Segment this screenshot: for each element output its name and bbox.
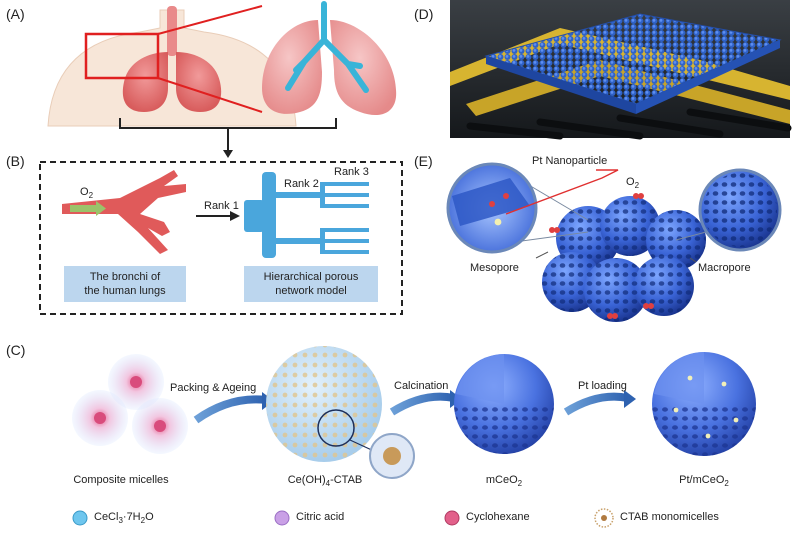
mesopore-pointer	[535, 251, 549, 259]
rank2-branch-bottom	[276, 238, 322, 244]
legend-marker-citric-acid	[274, 510, 290, 526]
o2-arrow-head	[96, 201, 106, 216]
o2-molecules	[549, 193, 654, 319]
model-caption-line2: network model	[275, 285, 347, 297]
stage-pt-mceo2: Pt/mCeO2	[679, 474, 729, 489]
step-pt-loading-label: Pt loading	[578, 380, 627, 392]
pt-pointer-line	[505, 169, 619, 215]
mceo2-pores	[454, 404, 554, 454]
panel-label-e: (E)	[414, 153, 433, 169]
legend-marker-cecl3	[72, 510, 88, 526]
macropore-zoom-pores	[703, 173, 777, 247]
cables	[466, 108, 792, 140]
stage-composite-micelles: Composite micelles	[73, 474, 169, 486]
arrow-pt-loading	[563, 392, 629, 416]
arrow-a-b-head	[223, 150, 233, 158]
pt-mceo2-cutaway	[654, 352, 704, 404]
zoom-line-bottom	[157, 77, 263, 113]
legend-marker-cyclohexane	[444, 510, 460, 526]
model-caption-line1: Hierarchical porous	[263, 271, 359, 283]
panel-label-a: (A)	[6, 6, 25, 22]
rank3-label: Rank 3	[334, 166, 369, 178]
sphere-array-edge-right	[636, 40, 780, 114]
rank3-stem-bottom	[320, 228, 325, 254]
rank3-branch-1	[325, 182, 369, 186]
rank1-label: Rank 1	[204, 200, 239, 212]
pt-nanoparticle-label: Pt Nanoparticle	[532, 155, 608, 167]
mceo2-cutaway	[456, 354, 504, 404]
rank3-branch-4	[325, 228, 369, 232]
legend-citric-acid: Citric acid	[296, 511, 345, 523]
arrow-pt-loading-head	[624, 390, 636, 408]
legend-marker-ctab-core	[601, 515, 607, 521]
stage-mceo2: mCeO2	[485, 474, 523, 489]
stage-ce-oh-ctab: Ce(OH)4-CTAB	[287, 474, 363, 489]
model-caption-box: Hierarchical porous network model	[244, 266, 378, 302]
rank3-branch-2	[325, 193, 369, 197]
mesopore-particle-2	[503, 193, 509, 199]
rank3-branch-5	[325, 239, 369, 243]
bronchi-shape	[62, 170, 186, 254]
composite-micelles	[72, 354, 188, 454]
legend-ctab: CTAB monomicelles	[620, 511, 719, 523]
mesopore-label: Mesopore	[470, 262, 519, 274]
ce-oh-zoom-marker	[317, 409, 355, 447]
arrow-calcination	[389, 392, 455, 416]
legend-cyclohexane: Cyclohexane	[466, 511, 530, 523]
big-right-lung	[330, 20, 397, 116]
legend-marker-ctab	[594, 508, 614, 528]
rank1-block	[244, 200, 264, 232]
zoom-line-top	[157, 5, 263, 35]
step-calcination-label: Calcination	[394, 380, 449, 392]
rank2-branch-top	[276, 192, 322, 198]
small-left-lung	[122, 52, 168, 112]
step-packing-label: Packing & Ageing	[170, 382, 257, 394]
pt-mceo2-pores	[652, 404, 756, 456]
rank2-trunk	[262, 172, 276, 258]
panel-label-c: (C)	[6, 342, 26, 358]
o2-label-b: O2	[80, 186, 94, 201]
transform-arrow-head	[230, 211, 240, 221]
sphere-array-edge	[486, 56, 636, 114]
panel-label-d: (D)	[414, 6, 434, 22]
big-bronchi	[285, 1, 369, 93]
macropore-pointer	[689, 257, 697, 263]
pt-particle-meso	[494, 218, 502, 226]
rank3-branch-6	[325, 250, 369, 254]
o2-arrow-shaft	[70, 205, 96, 212]
rank3-stem-top	[320, 182, 325, 208]
pt-particles	[673, 375, 739, 439]
sphere-cluster	[542, 196, 706, 322]
macropore-label: Macropore	[698, 262, 751, 274]
legend-cecl3: CeCl3·7H2O	[94, 511, 154, 526]
bronchi-caption-box: The bronchi of the human lungs	[64, 266, 186, 302]
macropore-zoom-line	[675, 231, 707, 241]
small-right-lung	[176, 52, 222, 112]
highlight-box	[84, 32, 160, 80]
mesopore-particle-1	[489, 201, 495, 207]
ce-oh-sphere-pores	[266, 346, 382, 462]
big-left-lung	[262, 20, 322, 114]
rank2-label: Rank 2	[284, 178, 319, 190]
bronchi-caption-line2: the human lungs	[84, 285, 166, 297]
rank3-branch-3	[325, 204, 369, 208]
o2-label-e: O2	[626, 176, 640, 191]
arrow-packing	[193, 395, 267, 424]
bronchi-caption-line1: The bronchi of	[89, 271, 161, 283]
panel-label-b: (B)	[6, 153, 25, 169]
ce-oh-zoom-core	[383, 447, 401, 465]
panel-b-dashed-frame	[39, 161, 403, 315]
